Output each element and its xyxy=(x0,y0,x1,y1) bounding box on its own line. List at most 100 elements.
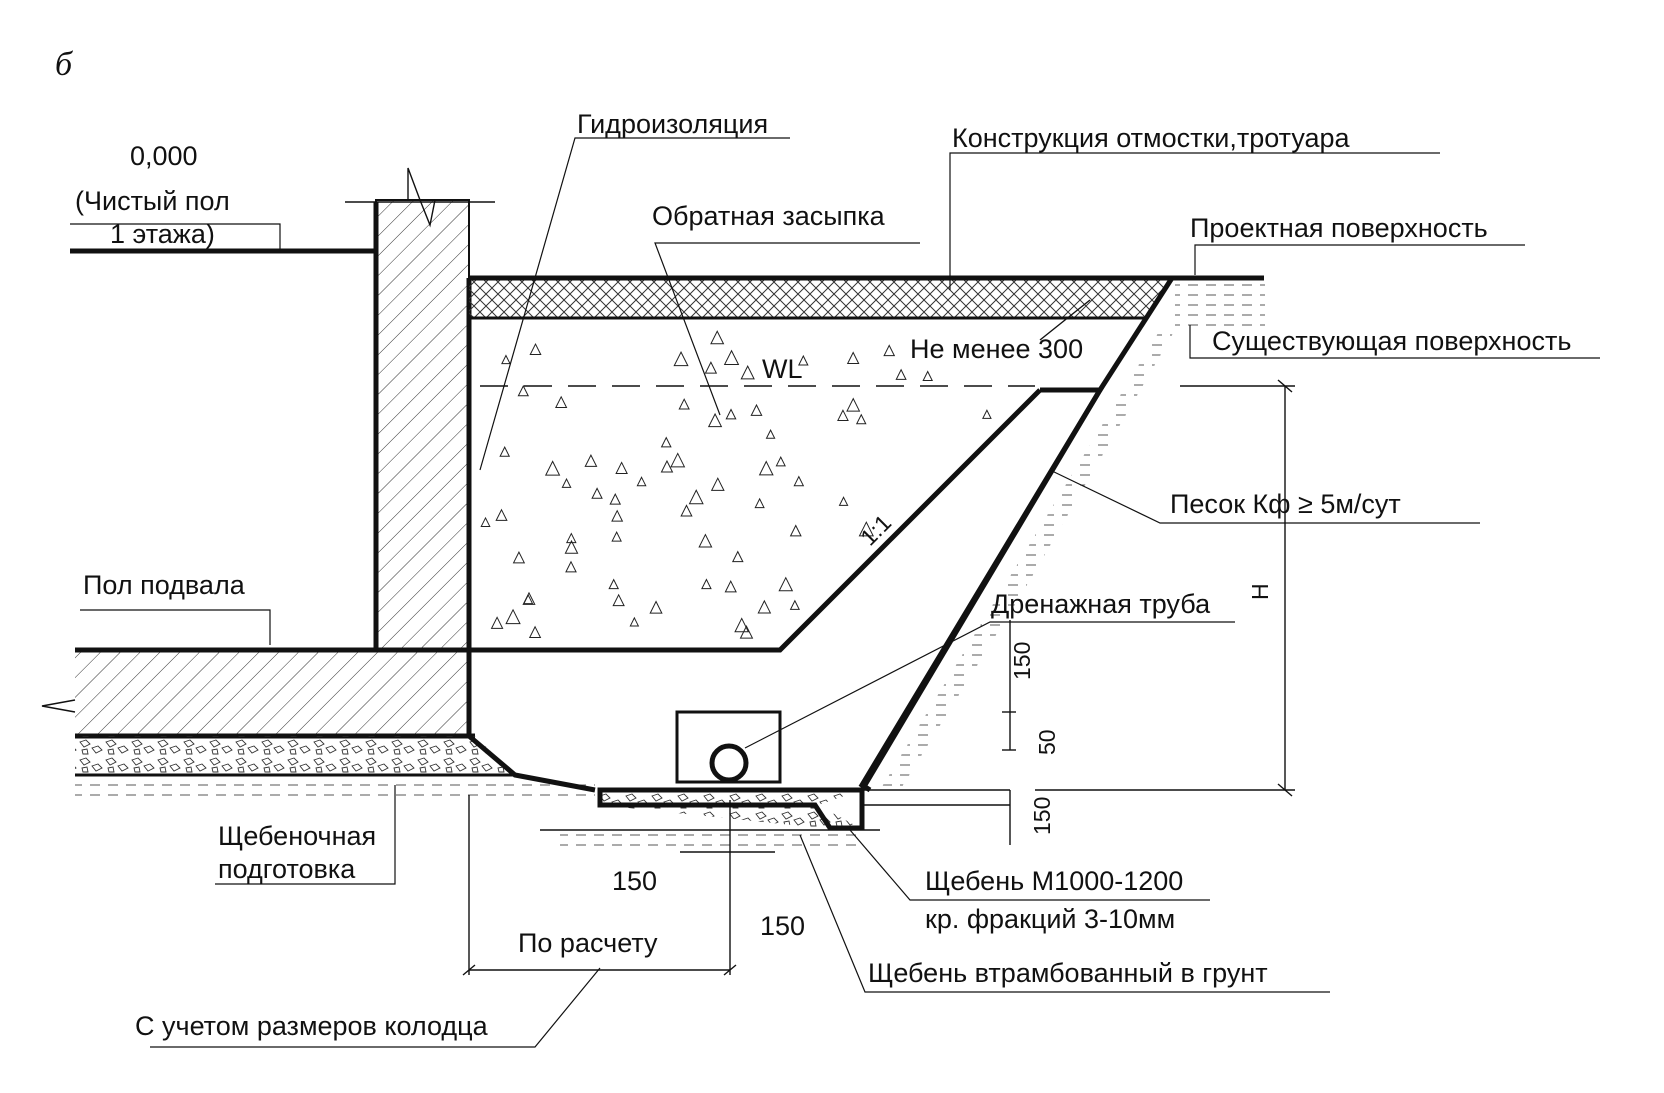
backfill-grain xyxy=(529,342,542,356)
drain-pipe-icon xyxy=(709,743,749,783)
backfill-grain xyxy=(480,516,491,527)
waterproofing-label: Гидроизоляция xyxy=(577,109,768,139)
backfill-grain xyxy=(798,354,809,366)
backfill-grain xyxy=(837,409,849,421)
backfill-grain xyxy=(611,509,624,522)
wl-label: WL xyxy=(762,354,803,384)
not-less-300-label: Не менее 300 xyxy=(910,334,1083,364)
backfill-grain xyxy=(565,560,577,573)
dim-150-left-label: 150 xyxy=(612,866,657,896)
backfill-grain xyxy=(758,460,774,476)
vertical-small-dims xyxy=(1002,620,1016,845)
design-surface-label: Проектная поверхность xyxy=(1190,213,1488,243)
drain-pipe-label: Дренажная труба xyxy=(991,589,1211,619)
backfill-grain xyxy=(564,539,579,554)
backfill-grain xyxy=(789,599,800,610)
backfill-grain xyxy=(793,475,805,487)
backfill-grain xyxy=(499,446,511,457)
backfill-grain xyxy=(490,616,504,629)
backfill-grain xyxy=(565,532,577,544)
fraction-label: кр. фракций 3-10мм xyxy=(925,904,1175,934)
dim-150-right-label: 150 xyxy=(760,911,805,941)
backfill-grain xyxy=(750,403,763,416)
h-dimension-label: H xyxy=(1247,583,1273,600)
backfill-grain xyxy=(544,460,561,476)
tamped-crushed-label: Щебень втрамбованный в грунт xyxy=(868,958,1268,988)
clean-floor-label-2: 1 этажа) xyxy=(110,219,215,249)
backfill-grain xyxy=(740,365,755,380)
sand-label: Песок Кф ≥ 5м/сут xyxy=(1170,489,1401,519)
backfill-grain xyxy=(660,459,674,473)
backfill-grain xyxy=(707,412,723,428)
backfill-grain xyxy=(734,617,750,633)
backfill-grain xyxy=(512,550,526,564)
backfill-grain xyxy=(724,580,737,593)
backfill-grain xyxy=(495,508,508,521)
backfill-grain xyxy=(523,593,534,605)
backfill-grain xyxy=(725,408,737,420)
backfill-grain xyxy=(555,395,568,409)
backfill-grain xyxy=(612,593,625,607)
existing-surface-label: Существующая поверхность xyxy=(1212,326,1571,356)
dim-150-vertical-label: 150 xyxy=(1009,642,1035,680)
blind-area-label: Конструкция отмостки,тротуара xyxy=(952,123,1351,153)
backfill-grain xyxy=(561,477,572,488)
zero-mark-label: 0,000 xyxy=(130,141,198,171)
backfill-grain xyxy=(629,616,640,627)
backfill-grain xyxy=(704,361,718,374)
backfill-grain xyxy=(660,436,672,448)
backfill-grain xyxy=(670,452,686,468)
backfill-grain xyxy=(754,497,765,509)
basement-floor-label: Пол подвала xyxy=(83,570,246,600)
backfill-grain xyxy=(846,351,860,364)
backfill-grain xyxy=(982,409,992,419)
crushed-stone-preparation xyxy=(75,736,595,800)
backfill-grain xyxy=(609,493,622,505)
waterproofing-line xyxy=(466,278,596,793)
backfill-grain xyxy=(895,368,907,380)
backfill-grain xyxy=(775,455,786,467)
bottom-dims xyxy=(462,795,775,976)
backfill-grain xyxy=(757,599,772,614)
dim-50-vertical-label: 50 xyxy=(1034,729,1060,755)
backfill-grain xyxy=(710,477,725,491)
figure-letter: б xyxy=(55,46,74,83)
backfill-grain xyxy=(678,398,690,410)
crushed-m1000-label: Щебень М1000-1200 xyxy=(925,866,1183,896)
backfill-grain xyxy=(883,344,896,357)
backfill-grain xyxy=(688,489,704,505)
backfill-grain xyxy=(765,428,776,439)
excavation-slope xyxy=(859,276,1265,792)
well-size-label: С учетом размеров колодца xyxy=(135,1011,489,1041)
dim-150-bottom-vertical-label: 150 xyxy=(1029,797,1055,835)
backfill-grain xyxy=(680,504,693,517)
backfill-grain xyxy=(636,476,647,487)
backfill-grain xyxy=(731,550,744,563)
backfill-grain xyxy=(846,397,861,412)
backfill-area xyxy=(480,330,992,639)
backfill-label: Обратная засыпка xyxy=(652,201,886,231)
blind-area xyxy=(469,275,1264,320)
slope-label: 1:1 xyxy=(855,510,896,551)
leader-lines xyxy=(70,137,1600,1048)
basement-slab xyxy=(41,647,475,739)
backfill-grain xyxy=(701,578,712,590)
backfill-grain xyxy=(855,413,867,425)
backfill-grain xyxy=(608,578,620,590)
drain-pipe-assembly xyxy=(675,710,782,784)
backfill-grain xyxy=(528,625,542,639)
dimension-h xyxy=(1035,379,1295,797)
backfill-grain xyxy=(789,524,802,537)
backfill-grain xyxy=(838,496,849,506)
clean-floor-label-1: (Чистый пол xyxy=(75,186,230,216)
backfill-grain xyxy=(778,576,794,592)
backfill-grain xyxy=(584,454,598,467)
backfill-grain xyxy=(739,625,754,639)
crushed-prep-label-2: подготовка xyxy=(218,854,356,884)
trench-bottom xyxy=(540,787,1010,852)
crushed-prep-label-1: Щебеночная xyxy=(218,821,376,851)
backfill-grain xyxy=(723,349,740,366)
backfill-grain xyxy=(517,384,530,397)
backfill-grain xyxy=(922,370,934,381)
